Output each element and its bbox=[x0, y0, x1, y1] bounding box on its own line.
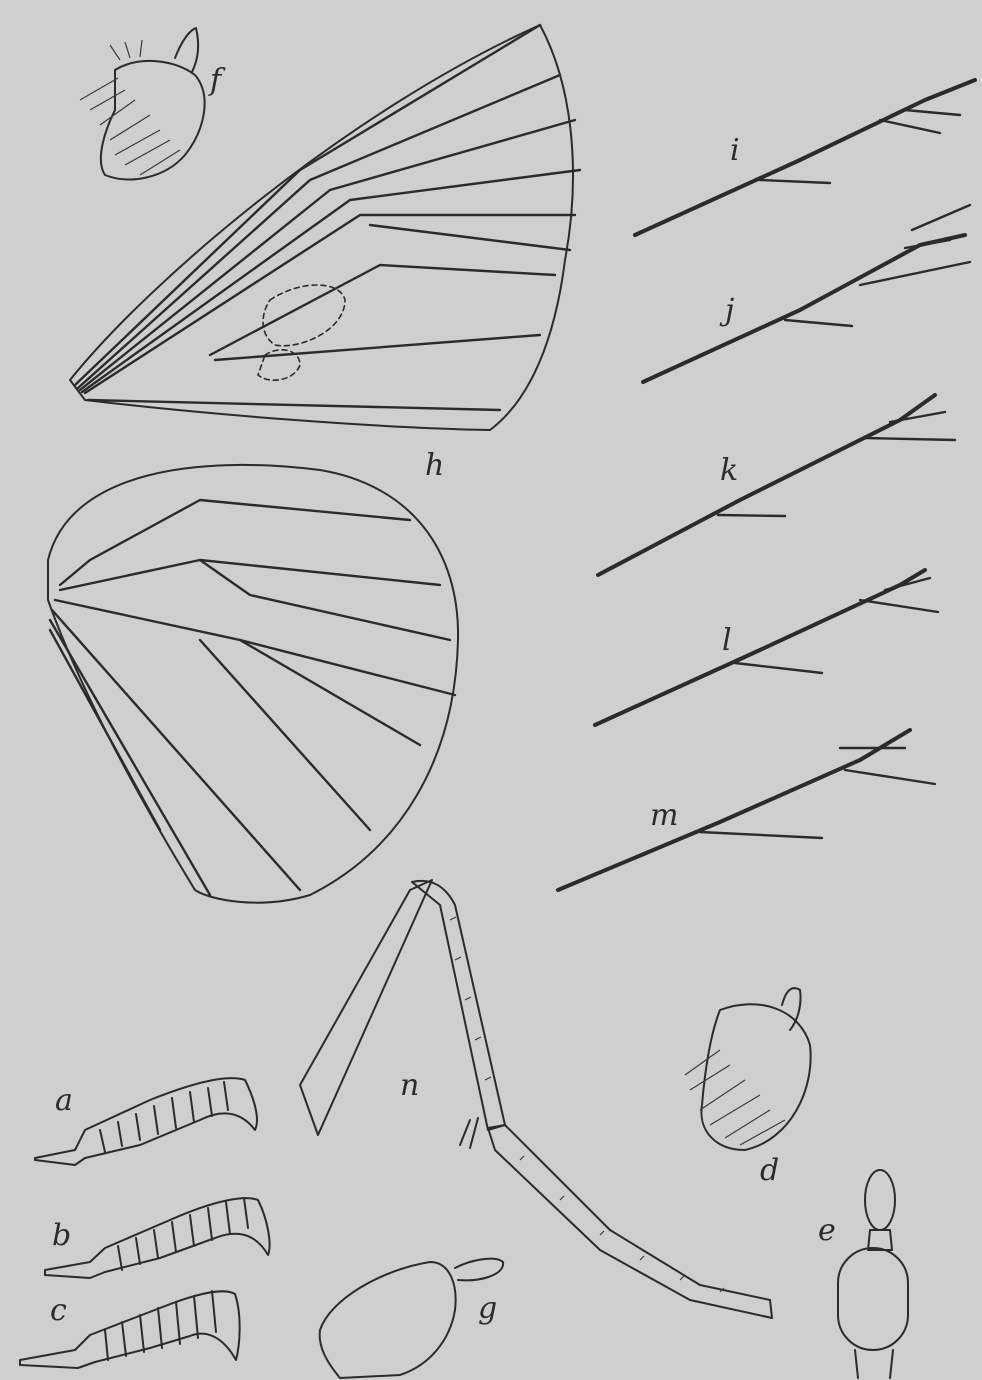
label-b: b bbox=[52, 1218, 71, 1253]
label-h: h bbox=[425, 448, 444, 483]
label-m: m bbox=[650, 798, 678, 833]
label-a: a bbox=[55, 1083, 73, 1118]
label-c: c bbox=[50, 1293, 67, 1328]
label-e: e bbox=[818, 1213, 836, 1248]
label-d: d bbox=[760, 1153, 779, 1188]
label-n: n bbox=[400, 1068, 419, 1103]
label-g: g bbox=[478, 1291, 497, 1326]
label-l: l bbox=[722, 623, 732, 658]
label-k: k bbox=[720, 453, 738, 488]
label-i: i bbox=[730, 133, 740, 168]
